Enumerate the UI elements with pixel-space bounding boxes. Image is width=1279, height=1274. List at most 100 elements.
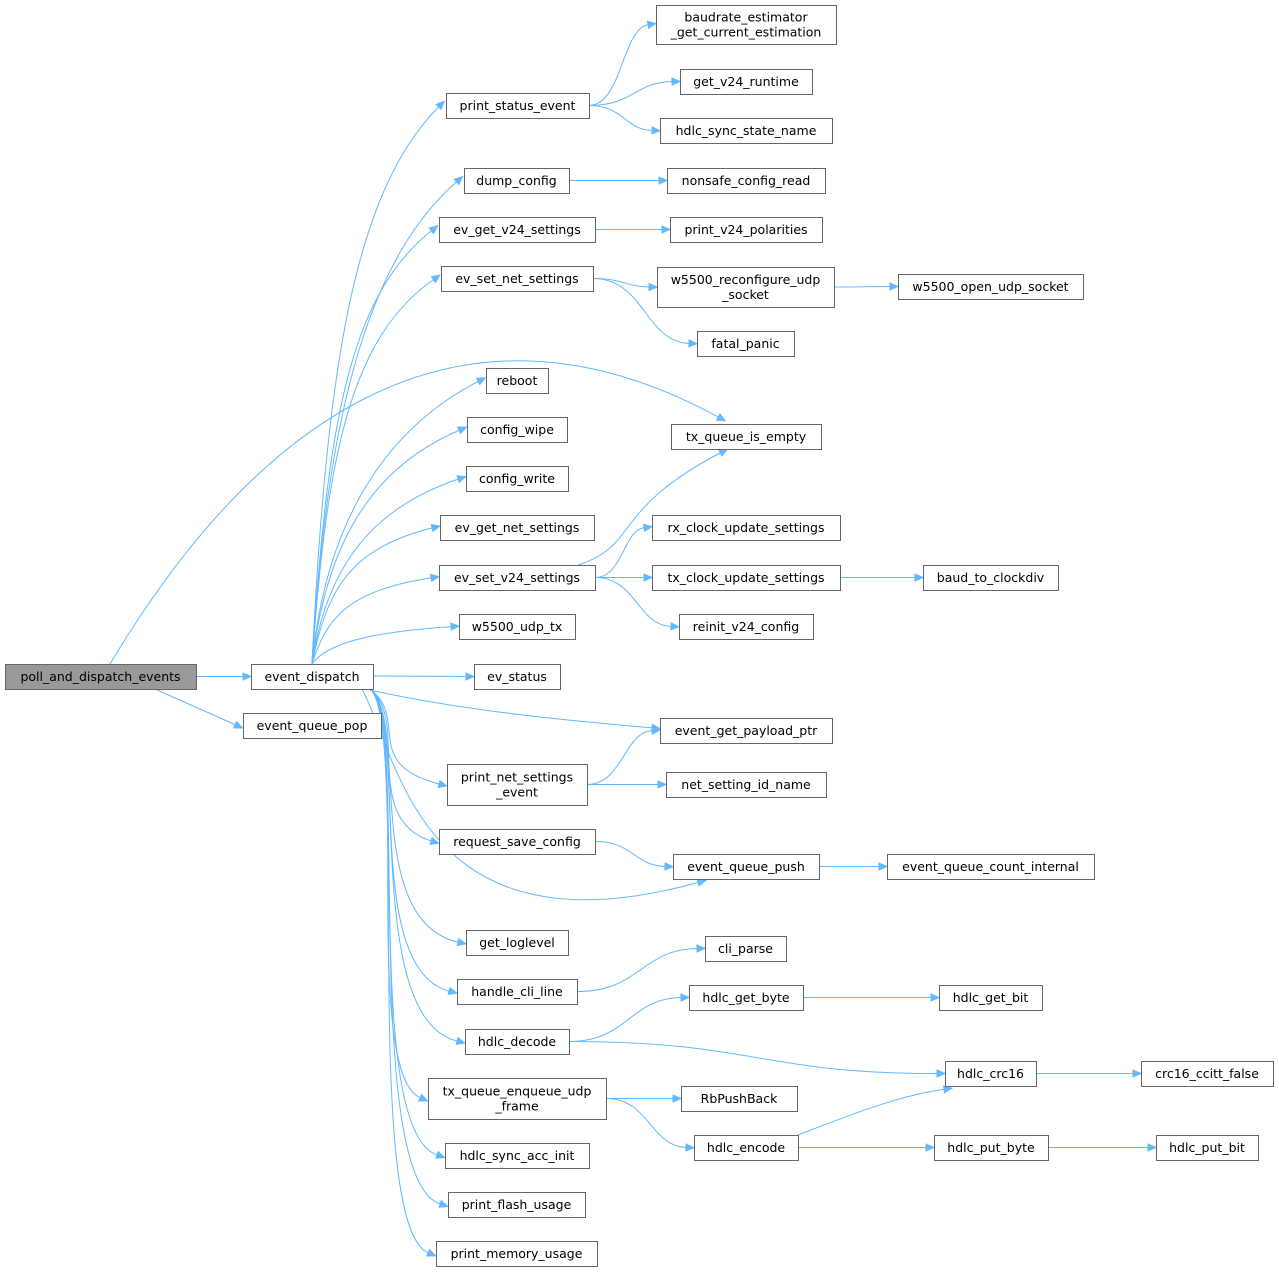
call-edge-print_net_settings_event-to-event_get_payload_ptr [586,730,655,785]
node-label: get_loglevel [479,935,555,950]
node-label: rx_clock_update_settings [668,520,825,535]
node-reboot[interactable]: reboot [486,368,549,394]
node-handle_cli_line[interactable]: handle_cli_line [457,979,578,1005]
node-fatal_panic[interactable]: fatal_panic [697,331,795,357]
node-box [439,565,596,591]
node-hdlc_crc16[interactable]: hdlc_crc16 [945,1061,1037,1087]
node-label: w5500_open_udp_socket [912,279,1068,294]
call-edge-ev_set_v24_settings-to-reinit_v24_config [594,577,674,627]
node-label: ev_get_net_settings [455,520,580,535]
node-label: dump_config [476,173,556,188]
node-net_setting_id_name[interactable]: net_setting_id_name [666,772,827,798]
node-print_v24_polarities[interactable]: print_v24_polarities [670,217,823,243]
call-edge-event_dispatch-to-ev_get_v24_settings [311,229,434,665]
call-edge-event_dispatch-to-print_flash_usage [369,688,443,1205]
node-w5500_reconfigure_udp_socket[interactable]: w5500_reconfigure_udp_socket [657,267,835,308]
node-print_net_settings_event[interactable]: print_net_settings_event [447,764,588,806]
arrowhead-icon [696,878,707,887]
node-dump_config[interactable]: dump_config [464,168,570,194]
node-event_queue_pop[interactable]: event_queue_pop [243,713,382,739]
node-box [939,985,1043,1011]
node-print_memory_usage[interactable]: print_memory_usage [436,1241,598,1267]
call-edge-event_dispatch-to-reboot [311,380,481,665]
node-label: nonsafe_config_read [682,173,811,188]
node-config_write[interactable]: config_write [466,466,569,492]
node-print_flash_usage[interactable]: print_flash_usage [448,1192,586,1218]
node-box [660,118,833,144]
node-hdlc_get_byte[interactable]: hdlc_get_byte [689,985,804,1011]
node-get_loglevel[interactable]: get_loglevel [466,930,569,956]
node-tx_queue_is_empty[interactable]: tx_queue_is_empty [671,424,822,450]
node-ev_set_v24_settings[interactable]: ev_set_v24_settings [439,565,596,591]
node-box [680,69,813,95]
node-tx_queue_enqueue_udp_frame[interactable]: tx_queue_enqueue_udp_frame [428,1078,607,1120]
arrowhead-icon [914,573,925,582]
node-event_queue_count_internal[interactable]: event_queue_count_internal [887,854,1095,880]
node-baud_to_clockdiv[interactable]: baud_to_clockdiv [923,565,1059,591]
call-edge-print_status_event-to-hdlc_sync_state_name [588,105,655,131]
arrowhead-icon [438,1199,449,1208]
arrowhead-icon [646,20,658,30]
node-reinit_v24_config[interactable]: reinit_v24_config [679,614,814,640]
node-ev_get_net_settings[interactable]: ev_get_net_settings [440,515,595,541]
node-crc16_ccitt_false[interactable]: crc16_ccitt_false [1141,1061,1274,1087]
node-nonsafe_config_read[interactable]: nonsafe_config_read [667,168,826,194]
node-label: ev_status [487,669,547,684]
node-label: config_write [479,471,555,486]
call-edge-ev_set_v24_settings-to-tx_queue_is_empty [577,451,723,566]
node-hdlc_sync_acc_init[interactable]: hdlc_sync_acc_init [445,1143,590,1169]
node-rx_clock_update_settings[interactable]: rx_clock_update_settings [652,515,841,541]
call-edge-event_dispatch-to-config_write [311,478,461,665]
node-tx_clock_update_settings[interactable]: tx_clock_update_settings [652,565,841,591]
node-box [934,1135,1049,1161]
node-event_queue_push[interactable]: event_queue_push [673,854,820,880]
node-hdlc_get_bit[interactable]: hdlc_get_bit [939,985,1043,1011]
node-poll[interactable]: poll_and_dispatch_events [5,664,197,690]
node-request_save_config[interactable]: request_save_config [439,829,596,855]
call-edge-event_dispatch-to-dump_config [311,180,459,665]
node-w5500_udp_tx[interactable]: w5500_udp_tx [459,614,576,640]
arrowhead-icon [671,77,682,86]
node-hdlc_decode[interactable]: hdlc_decode [465,1029,570,1055]
node-RbPushBack[interactable]: RbPushBack [681,1086,798,1112]
node-baudrate_estimator[interactable]: baudrate_estimator_get_current_estimatio… [656,5,837,45]
node-label: print_memory_usage [451,1246,583,1261]
call-edge-request_save_config-to-event_queue_push [594,841,668,867]
node-box [459,614,576,640]
node-box [436,1241,598,1267]
node-hdlc_put_bit[interactable]: hdlc_put_bit [1156,1135,1259,1161]
node-event_dispatch[interactable]: event_dispatch [251,664,374,690]
call-edge-event_dispatch-to-ev_set_net_settings [311,278,436,665]
node-hdlc_sync_state_name[interactable]: hdlc_sync_state_name [660,118,833,144]
node-cli_parse[interactable]: cli_parse [705,936,787,962]
arrowhead-icon [428,224,439,235]
node-get_v24_runtime[interactable]: get_v24_runtime [680,69,813,95]
node-hdlc_encode[interactable]: hdlc_encode [694,1135,799,1161]
node-w5500_open_udp_socket[interactable]: w5500_open_udp_socket [898,274,1084,300]
call-edge-tx_queue_enqueue_udp_frame-to-hdlc_encode [605,1098,689,1148]
node-label: w5500_reconfigure_udp [671,272,821,287]
node-box [667,168,826,194]
call-edge-poll-to-event_queue_pop [154,688,238,726]
node-box [670,217,823,243]
arrowhead-icon [648,282,659,292]
call-edge-ev_set_net_settings-to-fatal_panic [592,278,692,344]
node-label: event_dispatch [264,669,359,684]
node-event_get_payload_ptr[interactable]: event_get_payload_ptr [660,718,833,744]
node-ev_status[interactable]: ev_status [474,664,561,690]
arrowhead-icon [475,377,487,386]
arrowhead-icon [642,523,654,533]
node-print_status_event[interactable]: print_status_event [446,93,590,119]
node-ev_set_net_settings[interactable]: ev_set_net_settings [441,266,594,292]
node-hdlc_put_byte[interactable]: hdlc_put_byte [934,1135,1049,1161]
node-label: print_status_event [460,98,576,113]
node-label: handle_cli_line [471,984,563,999]
node-config_wipe[interactable]: config_wipe [467,417,568,443]
node-label: hdlc_get_bit [953,990,1029,1005]
node-box [467,417,568,443]
node-label: ev_get_v24_settings [453,222,581,237]
node-label: crc16_ccitt_false [1155,1066,1259,1081]
node-ev_get_v24_settings[interactable]: ev_get_v24_settings [439,217,596,243]
